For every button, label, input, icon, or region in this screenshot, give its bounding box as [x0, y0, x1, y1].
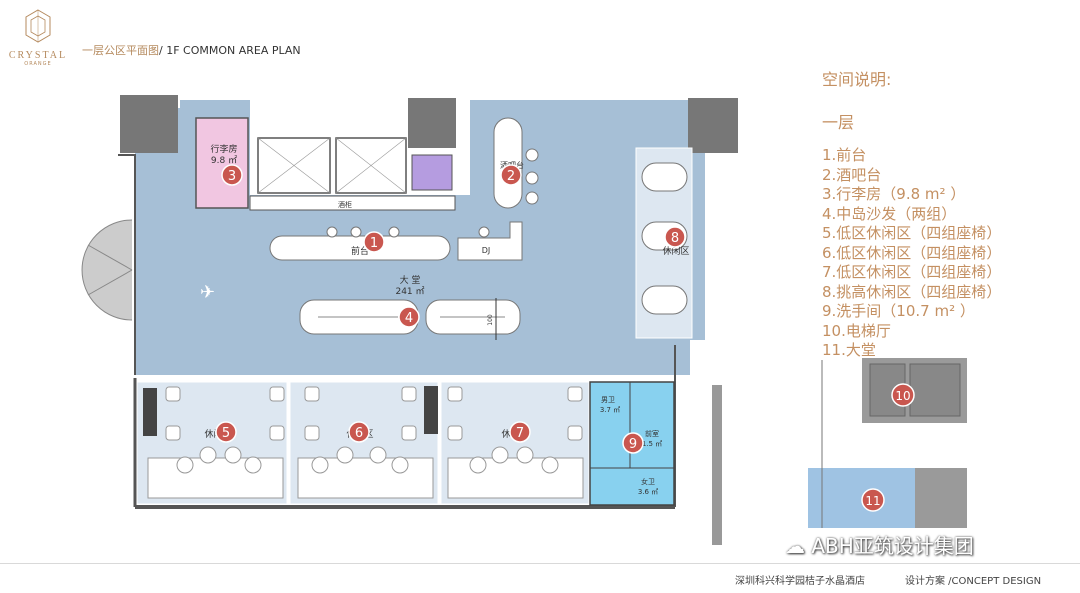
marker-5: 5 — [215, 421, 237, 443]
column-top-left — [120, 95, 178, 153]
legend-item: 10.电梯厅 — [822, 321, 891, 340]
space-legend: 空间说明: 一层 1.前台 2.酒吧台 3.行李房（9.8 m² ） 4.中岛沙… — [822, 70, 1072, 361]
svg-text:9: 9 — [629, 437, 637, 452]
footer-divider — [0, 563, 1080, 564]
svg-text:1: 1 — [370, 236, 378, 251]
legend-item: 2.酒吧台 — [822, 165, 882, 184]
svg-text:6: 6 — [355, 426, 363, 441]
footer-project: 深圳科兴科学园桔子水晶酒店 — [735, 576, 865, 587]
svg-text:10: 10 — [895, 389, 910, 403]
mens-label: 男卫 — [601, 396, 615, 404]
footer-doc: 设计方案 /CONCEPT DESIGN — [905, 576, 1042, 587]
svg-text:8: 8 — [671, 231, 679, 246]
high-lounge-label: 休闲区 — [662, 245, 689, 257]
brand-logo: CRYSTAL ORANGE — [8, 8, 68, 78]
marker-10: 10 — [891, 383, 915, 407]
svg-text:2: 2 — [507, 169, 515, 184]
logo-brand-text: CRYSTAL — [8, 50, 68, 61]
plan-title-cn: 一层公区平面图 — [82, 44, 159, 57]
column-top-right — [688, 98, 738, 153]
washroom-label: 前室 — [645, 429, 659, 438]
legend-item: 8.挑高休闲区（四组座椅） — [822, 282, 1002, 301]
purple-room — [411, 154, 453, 191]
legend-item: 9.洗手间（10.7 m² ） — [822, 302, 975, 320]
womens-area: 3.6 ㎡ — [638, 488, 658, 496]
lobby-label: 大 堂 — [400, 274, 421, 286]
svg-text:11: 11 — [865, 494, 880, 508]
svg-text:7: 7 — [516, 426, 524, 441]
marker-6: 6 — [348, 421, 370, 443]
floor-plan: 行李房 9.8 ㎡ 酒柜 酒吧台 前台 DJ 大 堂 241 ㎡ 100 ✈ 休… — [81, 95, 738, 545]
plan-title: 一层公区平面图/ 1F COMMON AREA PLAN — [82, 42, 301, 58]
svg-text:4: 4 — [405, 311, 413, 326]
svg-text:5: 5 — [222, 426, 230, 441]
legend-heading: 空间说明: — [822, 70, 892, 89]
marker-4: 4 — [398, 306, 420, 328]
marker-2: 2 — [500, 164, 522, 186]
plan-title-en: / 1F COMMON AREA PLAN — [159, 44, 301, 57]
legend-item: 7.低区休闲区（四组座椅） — [822, 263, 1002, 281]
bar-counter — [493, 117, 523, 209]
logo-sub-text: ORANGE — [24, 61, 52, 67]
dj-booth — [457, 221, 523, 261]
luggage-room — [195, 117, 249, 209]
column-top-mid — [408, 98, 456, 148]
watermark: ☁ ABH亚筑设计集团 — [785, 530, 974, 559]
legend-item: 5.低区休闲区（四组座椅） — [822, 224, 1002, 242]
legend-item: 1.前台 — [822, 146, 867, 164]
womens-label: 女卫 — [641, 477, 655, 486]
svg-text:3: 3 — [228, 169, 236, 184]
legend-item: 6.低区休闲区（四组座椅） — [822, 243, 1002, 262]
mens-area: 3.7 ㎡ — [600, 406, 620, 414]
key-plan: 10 11 — [808, 358, 967, 528]
marker-7: 7 — [509, 421, 531, 443]
outer-wall — [118, 154, 136, 375]
legend-floor: 一层 — [822, 112, 855, 132]
dimension-label: 100 — [487, 314, 494, 326]
marker-3: 3 — [221, 164, 243, 186]
legend-item: 11.大堂 — [822, 341, 876, 359]
legend-item: 3.行李房（9.8 m² ） — [822, 185, 966, 203]
entrance-door — [81, 219, 133, 321]
marker-11: 11 — [861, 488, 885, 512]
wechat-icon: ☁ — [785, 534, 805, 558]
front-desk — [269, 235, 451, 261]
front-desk-label: 前台 — [351, 245, 369, 257]
watermark-text: ABH亚筑设计集团 — [811, 534, 974, 558]
plane-icon: ✈ — [200, 282, 215, 303]
legend-list: 1.前台 2.酒吧台 3.行李房（9.8 m² ） 4.中岛沙发（两组） 5.低… — [822, 146, 1072, 361]
lobby-area: 241 ㎡ — [395, 286, 424, 297]
legend-item: 4.中岛沙发（两组） — [822, 204, 957, 223]
crystal-logo-icon — [25, 9, 51, 43]
marker-8: 8 — [664, 226, 686, 248]
luggage-room-area: 9.8 ㎡ — [211, 155, 237, 166]
bar-cabinet-label: 酒柜 — [338, 200, 352, 209]
luggage-room-label: 行李房 — [210, 143, 237, 155]
bar-cabinet — [249, 195, 456, 211]
washroom-area-label: 1.5 ㎡ — [642, 440, 662, 448]
marker-1: 1 — [363, 231, 385, 253]
marker-9: 9 — [622, 432, 644, 454]
dj-label: DJ — [482, 246, 491, 255]
